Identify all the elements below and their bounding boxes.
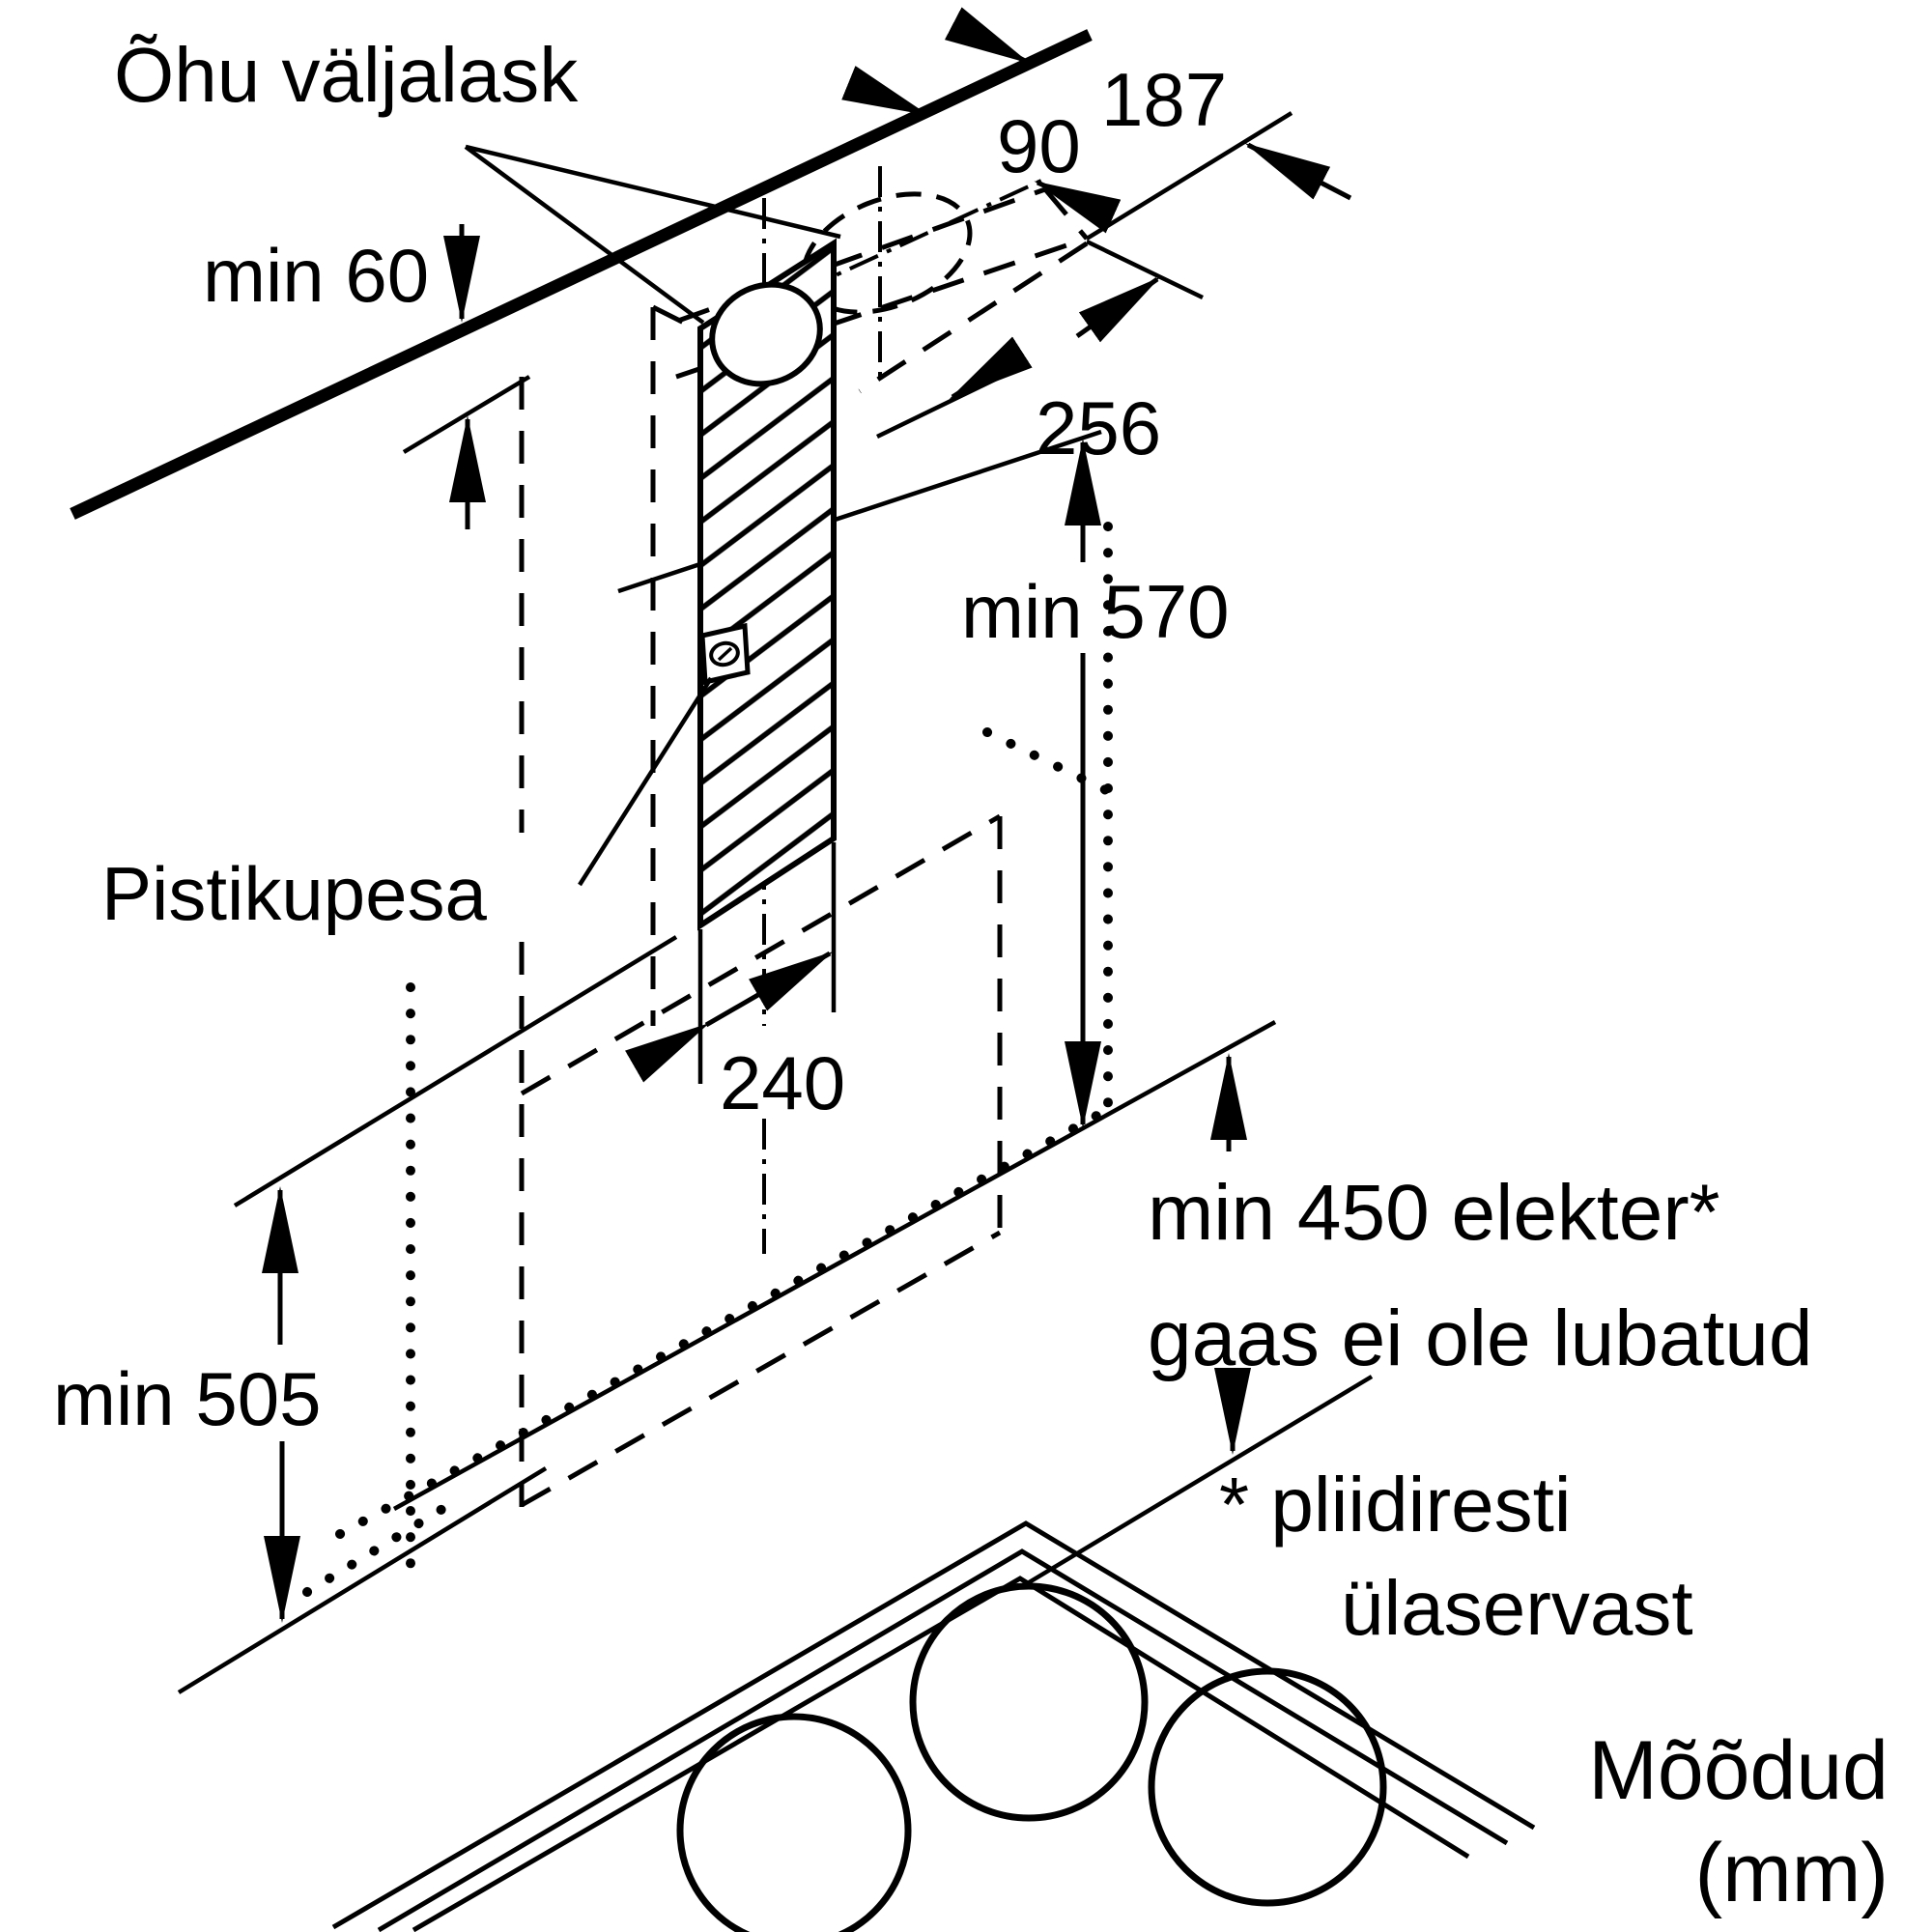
dim-min570-label: min 570	[961, 569, 1230, 654]
dim256-extension-upper	[1086, 239, 1204, 300]
hood-body-dashed-bottom	[520, 1230, 1002, 1508]
hob-burner-right	[1148, 1667, 1387, 1907]
footnote-line1: * pliidiresti	[1219, 1462, 1572, 1548]
footnote-line2: ülaservast	[1341, 1565, 1693, 1651]
units-note-line1: Mõõdud	[1588, 1724, 1889, 1817]
duct-edge-rear	[858, 241, 1089, 394]
hood-bottom-line	[392, 1020, 1277, 1511]
power-socket-icon	[699, 622, 751, 686]
wall-mounting-strip	[697, 238, 837, 931]
dim-min450-label-line1: min 450 elekter*	[1148, 1169, 1720, 1257]
dim187-arrow	[1244, 142, 1352, 201]
dim256-arrow-upper	[1075, 276, 1161, 343]
dim-min450-label-line2: gaas ei ole lubatud	[1148, 1294, 1812, 1382]
hob	[331, 1520, 1536, 1932]
socket-leader	[578, 676, 713, 887]
min60-extension-line	[402, 375, 531, 454]
dim256-extension-lower	[876, 372, 1006, 440]
hob-back-line-right	[1024, 1375, 1374, 1586]
air-outlet-leader-wall	[464, 145, 705, 325]
ceiling-pointer-arrow-left	[841, 66, 929, 117]
dim-187-label: 187	[1101, 57, 1227, 142]
duct-connector	[651, 304, 701, 333]
dim-240-label: 240	[720, 1040, 845, 1125]
units-note-line2: (mm)	[1694, 1827, 1889, 1919]
hood-top-reference-line	[617, 429, 1102, 594]
air-outlet-label: Õhu väljalask	[114, 32, 579, 118]
dim-256-label: 256	[1036, 385, 1161, 470]
hob-burner-center	[909, 1582, 1149, 1822]
hob-inner-edge-1	[377, 1548, 1509, 1932]
hob-back-line-left	[177, 1466, 548, 1694]
centerline-ceiling-outlet-axis	[799, 178, 1044, 294]
dim-90-label: 90	[997, 103, 1081, 188]
dim-min505-label: min 505	[53, 1356, 322, 1441]
wall-air-outlet-hole	[709, 281, 823, 387]
dim187-extension-line	[1085, 111, 1293, 241]
air-outlet-leader-ceiling	[465, 144, 841, 240]
dim256-arrow-lower	[949, 336, 1033, 400]
dim-min60-label: min 60	[203, 233, 429, 318]
wall-bottom-line-left	[233, 935, 678, 1208]
hob-inner-edge-2	[412, 1576, 1470, 1932]
dim90-arrow	[1034, 180, 1122, 234]
hob-dotted-edge	[302, 1504, 447, 1597]
hob-burner-left	[676, 1713, 912, 1932]
socket-label: Pistikupesa	[101, 851, 487, 936]
hood-front-dotted-corner	[982, 727, 1111, 795]
ceiling-pointer-arrow-right	[944, 7, 1031, 65]
dim240-dimension-line	[625, 951, 834, 1083]
hood-front-dotted-bottom	[335, 1100, 1121, 1539]
